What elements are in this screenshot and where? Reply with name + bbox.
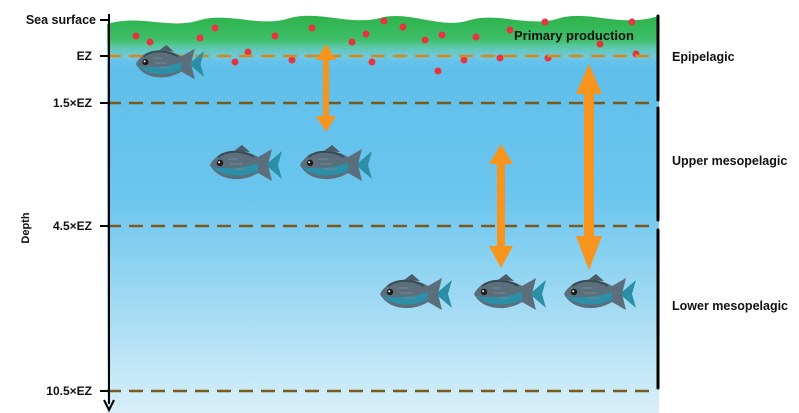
depth-axis-label: Depth	[20, 212, 32, 244]
lower-mesopelagic-label: Lower mesopelagic	[672, 299, 789, 313]
phytoplankton-dot	[541, 18, 549, 26]
phytoplankton-dot	[496, 54, 504, 62]
phytoplankton-dot	[438, 31, 446, 39]
sea-surface-label: Sea surface	[25, 13, 96, 27]
migration-arrow	[489, 144, 513, 268]
phytoplankton-dot	[628, 18, 636, 26]
phytoplankton-dot	[211, 24, 219, 32]
primary-production-label: Primary production	[514, 28, 634, 43]
surface-phytoplankton-band	[107, 15, 659, 61]
epipelagic-label: Epipelagic	[672, 50, 735, 64]
depth-arrow-icon	[103, 399, 115, 413]
migration-arrows	[316, 44, 602, 270]
phytoplankton-dot	[308, 24, 316, 32]
ez-4-5-label: 4.5×EZ	[52, 219, 92, 233]
phytoplankton-dots	[132, 17, 640, 75]
phytoplankton-dot	[399, 23, 407, 31]
phytoplankton-dot	[132, 32, 140, 40]
phytoplankton-dot	[348, 38, 356, 46]
phytoplankton-dot	[244, 48, 252, 56]
phytoplankton-dot	[472, 33, 480, 41]
ez-1-5-label: 1.5×EZ	[52, 96, 92, 110]
ez-label: EZ	[76, 49, 92, 63]
phytoplankton-dot	[288, 56, 296, 64]
phytoplankton-dot	[146, 38, 154, 46]
migration-arrow	[316, 44, 336, 132]
phytoplankton-dot	[271, 32, 279, 40]
phytoplankton-dot	[434, 67, 442, 75]
phytoplankton-dot	[196, 34, 204, 42]
water-column	[107, 24, 659, 413]
phytoplankton-dot	[460, 56, 468, 64]
phytoplankton-dot	[362, 30, 370, 38]
phytoplankton-dot	[380, 17, 388, 25]
phytoplankton-dot	[368, 58, 376, 66]
phytoplankton-dot	[231, 58, 239, 66]
depth-axis	[100, 14, 115, 413]
ez-10-5-label: 10.5×EZ	[46, 384, 92, 398]
upper-mesopelagic-label: Upper mesopelagic	[672, 154, 788, 168]
phytoplankton-dot	[421, 36, 429, 44]
phytoplankton-dot	[506, 26, 514, 34]
phytoplankton-dot	[596, 40, 604, 48]
migration-arrow	[576, 64, 602, 270]
